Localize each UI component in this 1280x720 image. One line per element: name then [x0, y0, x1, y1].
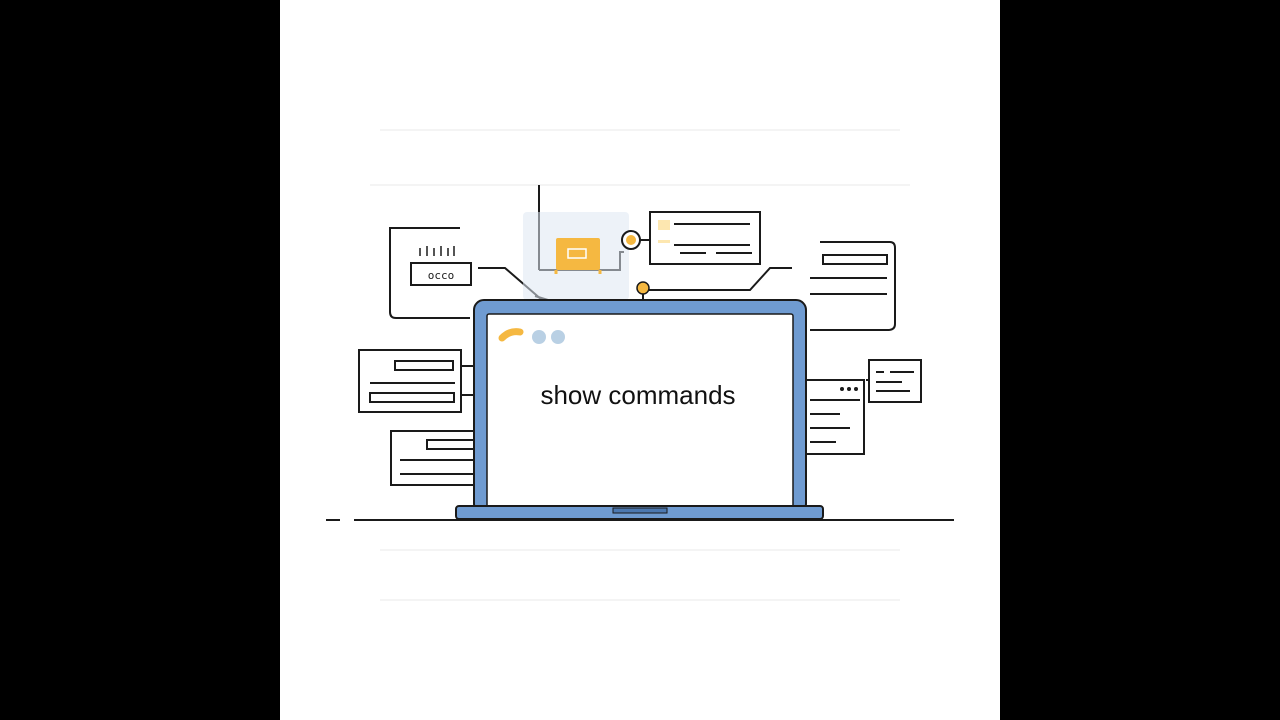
left-bottom-panel [390, 430, 482, 486]
window-yellow-dot [498, 328, 524, 342]
router-device: occo [389, 227, 472, 319]
letterbox-right [1000, 0, 1280, 720]
illustration-canvas: occo [280, 0, 1000, 720]
router-icon [419, 246, 455, 256]
laptop: show commands [455, 281, 824, 520]
left-middle-panel [358, 349, 462, 413]
top-right-panel [649, 211, 761, 265]
laptop-screen [486, 313, 794, 509]
gear-box-icon [556, 238, 600, 270]
window-dot-right [551, 330, 565, 344]
screen-title: show commands [540, 380, 735, 410]
right-middle-panel [806, 379, 865, 455]
window-dot-left [532, 330, 546, 344]
router-label: occo [428, 269, 455, 282]
network-illustration: occo [326, 129, 954, 601]
top-config-card [523, 212, 641, 300]
window-dot-icon [840, 387, 858, 391]
background-pattern [370, 129, 910, 601]
right-small-panel [868, 359, 922, 403]
laptop-connector [636, 281, 650, 295]
right-top-panel [810, 241, 896, 331]
letterbox-left [0, 0, 280, 720]
laptop-notch [612, 507, 668, 514]
